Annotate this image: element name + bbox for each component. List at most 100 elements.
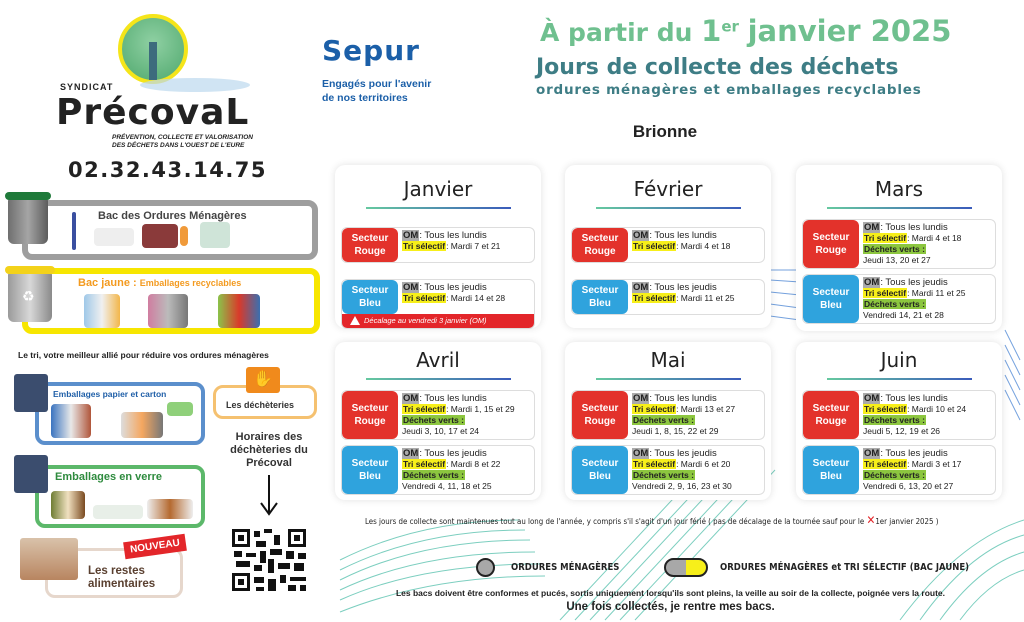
tri-schedule: : Mardi 6 et 20 <box>676 459 731 469</box>
tri-tag: Tri sélectif <box>402 241 447 251</box>
sector-rouge-badge: Secteur Rouge <box>803 220 859 268</box>
title-underline <box>826 378 972 380</box>
sector-bleu-badge: Secteur Bleu <box>342 446 398 494</box>
warning-icon <box>350 316 360 325</box>
green-waste-tag: Déchets verts : <box>863 299 926 309</box>
glass-image <box>51 491 85 519</box>
om-tag: OM <box>632 230 650 241</box>
glass-bag-icon <box>14 455 48 493</box>
tri-schedule: : Mardi 11 et 25 <box>676 293 735 303</box>
waste-image <box>94 228 134 246</box>
sector-rouge-schedule: OM: Tous les lundis Tri sélectif: Mardi … <box>859 391 970 439</box>
opening-hours-text: Horaires des déchèteries du Précoval <box>230 431 308 469</box>
green-waste-schedule: Vendredi 2, 9, 16, 23 et 30 <box>632 481 732 491</box>
om-schedule: : Tous les lundis <box>419 230 487 241</box>
grey-bin-icon <box>5 192 51 244</box>
phone-number[interactable]: 02.32.43.14.75 <box>68 158 268 182</box>
holiday-note: Les jours de collecte sont maintenues to… <box>365 513 938 527</box>
sector-rouge-badge: Secteur Rouge <box>803 391 859 439</box>
bac-jaune-subtitle: Emballages recyclables <box>139 278 242 288</box>
tri-schedule: : Mardi 7 et 21 <box>446 241 501 251</box>
glass-label: Emballages en verre <box>55 471 163 483</box>
sector-rouge-row: Secteur Rouge OM: Tous les lundis Tri sé… <box>802 390 996 440</box>
town-name: Brionne <box>632 122 698 141</box>
om-tag: OM <box>863 393 881 404</box>
sector-rouge-row: Secteur Rouge OM: Tous les lundis Tri sé… <box>341 390 535 440</box>
tri-schedule: : Mardi 4 et 18 <box>676 241 731 251</box>
month-title: Février <box>633 177 703 201</box>
sector-rouge-schedule: OM: Tous les lundis Tri sélectif: Mardi … <box>859 220 965 268</box>
om-schedule: : Tous les lundis <box>649 230 717 241</box>
green-waste-tag: Déchets verts : <box>632 470 695 480</box>
green-waste-schedule: Jeudi 5, 12, 19 et 26 <box>863 426 941 436</box>
cartons-image <box>218 294 260 328</box>
om-tag: OM <box>402 230 420 241</box>
om-tag: OM <box>632 448 650 459</box>
sector-bleu-schedule: OM: Tous les jeudis Tri sélectif: Mardi … <box>398 446 504 494</box>
tri-tag: Tri sélectif <box>863 288 908 298</box>
sector-bleu-badge: Secteur Bleu <box>572 280 628 314</box>
start-date-heading: À partir du 1er janvier 2025 <box>540 14 951 48</box>
month-card-juin: Juin Secteur Rouge OM: Tous les lundis T… <box>796 342 1002 500</box>
sector-rouge-schedule: OM: Tous les lundis Tri sélectif: Mardi … <box>398 391 519 439</box>
food-waste-bin-icon <box>20 538 78 580</box>
bac-jaune-label: Bac jaune : Emballages recyclables <box>78 277 241 289</box>
tri-tag: Tri sélectif <box>863 233 908 243</box>
green-waste-schedule: Vendredi 6, 13, 20 et 27 <box>863 481 954 491</box>
glass-panel: Emballages en verre <box>35 465 205 528</box>
yellow-bin-icon: ♻ <box>5 266 55 322</box>
tri-schedule: : Mardi 10 et 24 <box>907 404 967 414</box>
om-schedule: : Tous les lundis <box>880 222 948 233</box>
sector-bleu-schedule: OM: Tous les jeudis Tri sélectif: Mardi … <box>859 446 965 494</box>
om-tag: OM <box>632 393 650 404</box>
shift-warning-text: Décalage au vendredi 3 janvier (OM) <box>364 316 487 325</box>
om-tag: OM <box>863 448 881 459</box>
green-waste-schedule: Jeudi 1, 8, 15, 22 et 29 <box>632 426 719 436</box>
om-schedule: : Tous les lundis <box>649 393 717 404</box>
tri-tag: Tri sélectif <box>402 293 447 303</box>
legend-om-tri-label: ORDURES MÉNAGÈRES et TRI SÉLECTIF (BAC J… <box>720 562 970 573</box>
tri-schedule: : Mardi 8 et 22 <box>446 459 501 469</box>
partner-tagline-2: de nos territoires <box>322 92 408 104</box>
tri-tag: Tri sélectif <box>632 241 677 251</box>
green-waste-tag: Déchets verts : <box>863 470 926 480</box>
paper-panel: Emballages papier et carton <box>35 382 205 445</box>
sector-bleu-badge: Secteur Bleu <box>342 280 398 314</box>
date-sup: er <box>721 17 739 36</box>
qr-code[interactable] <box>230 527 308 593</box>
holiday-note-end: 1er janvier 2025 ) <box>875 517 939 526</box>
green-waste-tag: Déchets verts : <box>863 244 926 254</box>
month-title: Janvier <box>403 177 473 201</box>
sector-bleu-schedule: OM: Tous les jeudis Tri sélectif: Mardi … <box>628 446 736 494</box>
month-title: Mars <box>874 177 924 201</box>
om-tag: OM <box>863 222 881 233</box>
recycle-icon: ♻ <box>22 288 35 304</box>
tri-tag: Tri sélectif <box>632 459 677 469</box>
sector-bleu-row: Secteur Bleu OM: Tous les jeudis Tri sél… <box>341 445 535 495</box>
river-swoosh <box>140 78 250 92</box>
tri-schedule: : Mardi 4 et 18 <box>907 233 962 243</box>
recycling-center-icon: ✋ <box>246 367 280 393</box>
tri-schedule: : Mardi 13 et 27 <box>676 404 736 414</box>
title-underline <box>595 207 741 209</box>
page-title: Jours de collecte des déchets <box>536 55 899 80</box>
legend-om-tri-icon <box>664 558 708 577</box>
page-subtitle: ordures ménagères et emballages recyclab… <box>536 82 922 98</box>
org-name: PrécovaL <box>56 92 250 133</box>
bin-rules: Les bacs doivent être conformes et pucés… <box>395 588 946 598</box>
om-tag: OM <box>402 448 420 459</box>
legend-om-label: ORDURES MÉNAGÈRES <box>511 562 620 573</box>
bac-om-panel: Bac des Ordures Ménagères <box>22 200 318 260</box>
sector-bleu-row: Secteur Bleu OM: Tous les jeudis Tri sél… <box>342 280 534 314</box>
om-tag: OM <box>402 282 420 293</box>
cans-image <box>148 294 188 328</box>
sector-rouge-row: Secteur Rouge OM: Tous les lundis Tri sé… <box>571 390 765 440</box>
month-card-avril: Avril Secteur Rouge OM: Tous les lundis … <box>335 342 541 500</box>
sector-rouge-schedule: OM: Tous les lundis Tri sélectif: Mardi … <box>628 228 734 262</box>
om-tag: OM <box>863 277 881 288</box>
bin-reminder: Une fois collectés, je rentre mes bacs. <box>566 601 775 613</box>
green-waste-schedule: Jeudi 3, 10, 17 et 24 <box>402 426 480 436</box>
green-waste-tag: Déchets verts : <box>402 415 465 425</box>
